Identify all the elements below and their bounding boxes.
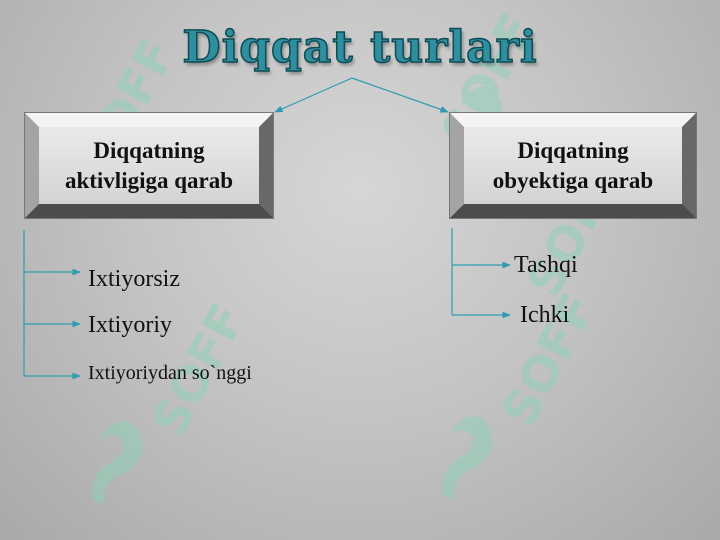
left-category-label: Diqqatning aktivligiga qarab [39, 127, 259, 204]
title-to-left-arrow [274, 77, 353, 113]
left-category-line-1: Diqqatning [93, 137, 205, 163]
left-item-ixtiyorsiz: Ixtiyorsiz [88, 266, 180, 292]
left-item-ixtiyoriydan-sonnggi: Ixtiyoriydan so`nggi [88, 362, 252, 384]
left-category-line-2: aktivligiga qarab [64, 167, 234, 193]
right-item-ichki: Ichki [520, 302, 570, 328]
right-category-line-2: obyektiga qarab [492, 167, 654, 193]
right-item-tashqi: Tashqi [514, 252, 578, 278]
left-category-box: Diqqatning aktivligiga qarab [24, 112, 274, 219]
right-category-line-1: Diqqatning [517, 137, 629, 163]
title-to-right-arrow [351, 77, 449, 113]
left-item-ixtiyoriy: Ixtiyoriy [88, 312, 172, 338]
diagram-title: Diqqat turlari [182, 21, 538, 74]
right-category-box: Diqqatning obyektiga qarab [449, 112, 697, 219]
right-category-label: Diqqatning obyektiga qarab [464, 127, 682, 204]
